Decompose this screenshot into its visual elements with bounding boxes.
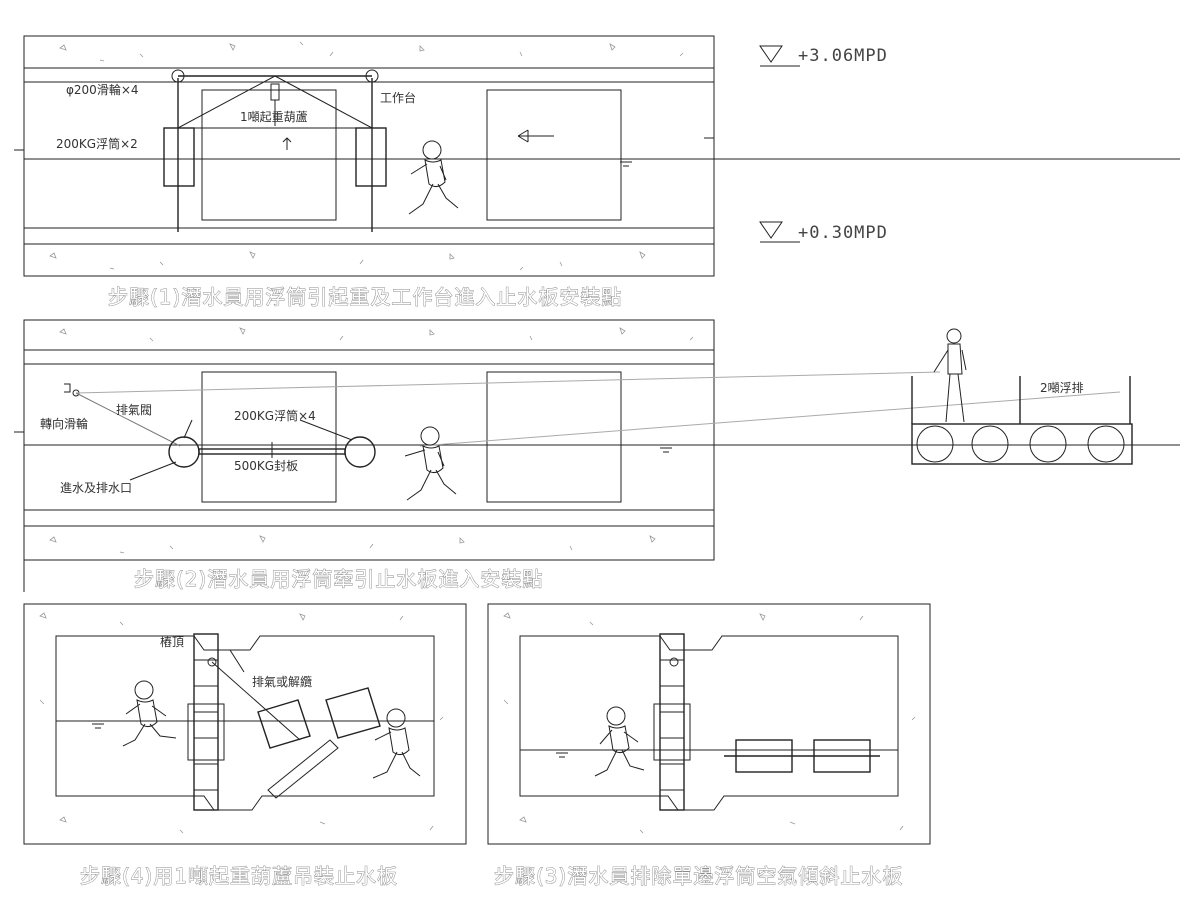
seal-board-tilted	[267, 739, 339, 799]
pile-rungs	[660, 659, 684, 791]
pulley-label: φ200滑輪×4	[66, 82, 139, 97]
step4-frame	[23, 603, 467, 845]
diver-figure-icon	[122, 680, 177, 747]
step3-concrete-texture	[503, 612, 916, 834]
float-drum-left	[163, 127, 195, 187]
float-drum-tilted	[257, 699, 311, 749]
step2-panel: 轉向滑輪 排氣閥 200KG浮筒×4 500KG封板 進水及排水口 2噸浮排 步…	[14, 319, 1180, 592]
lift-arrow-icon	[282, 137, 292, 150]
pontoon-drum	[916, 425, 954, 463]
pile-top-label: 樁頂	[160, 635, 184, 649]
vent-leader	[183, 419, 193, 439]
tow-line-lower	[75, 392, 181, 447]
diver-figure-icon	[372, 708, 421, 779]
pulley-icon	[171, 69, 185, 83]
vent-valve-label: 排氣閥	[116, 403, 152, 417]
float-drum-tilted	[325, 687, 381, 739]
level-triangle-icon	[759, 221, 800, 243]
water-level-icon	[620, 161, 632, 167]
step4-caption: 步驟(4)用1噸起重葫蘆吊裝止水板	[80, 864, 398, 888]
diver-figure-icon	[408, 140, 459, 215]
step3-culvert-outline	[519, 635, 899, 811]
level-high-label: +3.06MPD	[798, 46, 888, 66]
inlet-leader	[129, 461, 177, 481]
hoist-label: 1噸起重葫蘆	[240, 110, 308, 124]
water-level-high: +3.06MPD	[759, 45, 888, 67]
step3-caption: 步驟(3)潛水員排除單邊浮筒空氣傾斜止水板	[494, 864, 903, 888]
board-label: 500KG封板	[234, 459, 298, 473]
step3-panel: 步驟(3)潛水員排除單邊浮筒空氣傾斜止水板	[487, 603, 931, 888]
step3-frame	[487, 603, 931, 845]
turning-pulley-label: 轉向滑輪	[40, 416, 88, 431]
water-level-icon	[556, 752, 568, 758]
float-label: 200KG浮筒×2	[56, 136, 138, 151]
hoist-rigging	[177, 75, 373, 129]
anchor-icon	[64, 383, 71, 393]
step4-culvert-outline	[55, 635, 435, 811]
water-level-icon	[92, 723, 104, 729]
water-level-icon	[660, 447, 672, 453]
tow-line-diver	[419, 391, 1121, 447]
step1-concrete-texture	[49, 41, 684, 271]
step4-panel: 樁頂 排氣或解纜 步驟(4)用1噸起重葫蘆吊裝止水板	[23, 603, 467, 888]
float-label: 200KG浮筒×4	[234, 408, 316, 423]
move-direction-arrow-icon	[517, 129, 554, 143]
float-leader	[299, 419, 353, 441]
worker-figure-icon	[933, 328, 967, 423]
pontoon-label: 2噸浮排	[1040, 381, 1084, 395]
release-leader	[229, 649, 245, 673]
pile-column	[659, 633, 685, 811]
pontoon-drum	[1029, 425, 1067, 463]
step1-opening-right	[486, 89, 622, 221]
hoist-cable	[211, 661, 301, 741]
tow-line-upper	[75, 371, 941, 394]
pontoon	[911, 376, 1133, 465]
step1-panel: φ200滑輪×4 1噸起重葫蘆 工作台 200KG浮筒×2 步驟(1)潛水員用浮…	[14, 35, 1180, 309]
step2-opening-right	[486, 371, 622, 503]
pontoon-drum	[971, 425, 1009, 463]
inlet-label: 進水及排水口	[60, 481, 132, 495]
step2-concrete-texture	[49, 327, 694, 554]
float-drum-right	[355, 127, 387, 187]
hoist-icon	[270, 83, 280, 126]
platform-label: 工作台	[380, 90, 416, 105]
level-triangle-icon	[759, 45, 800, 67]
pontoon-drum	[1087, 425, 1125, 463]
pile-column	[193, 633, 219, 811]
water-level-low: +0.30MPD	[759, 221, 888, 243]
float-circle-right	[344, 436, 376, 468]
pile-rungs	[194, 659, 218, 791]
diver-figure-icon	[594, 706, 645, 777]
pontoon-frame	[911, 423, 1133, 465]
diver-figure-icon	[404, 426, 457, 501]
step2-frame	[23, 319, 715, 561]
pile-clamp	[653, 703, 691, 761]
step2-opening-left	[201, 371, 337, 503]
vent-release-label: 排氣或解纜	[252, 675, 312, 689]
hoist-icon	[207, 657, 217, 667]
pile-clamp	[187, 703, 225, 761]
pulley-icon	[365, 69, 379, 83]
level-low-label: +0.30MPD	[798, 223, 888, 243]
step4-concrete-texture	[39, 612, 444, 834]
hoist-icon	[669, 657, 679, 667]
step1-caption: 步驟(1)潛水員用浮筒引起重及工作台進入止水板安裝點	[108, 285, 622, 309]
step1-frame	[23, 35, 715, 277]
step2-caption: 步驟(2)潛水員用浮筒牽引止水板進入安裝點	[134, 567, 543, 591]
step1-opening-left	[201, 89, 337, 221]
